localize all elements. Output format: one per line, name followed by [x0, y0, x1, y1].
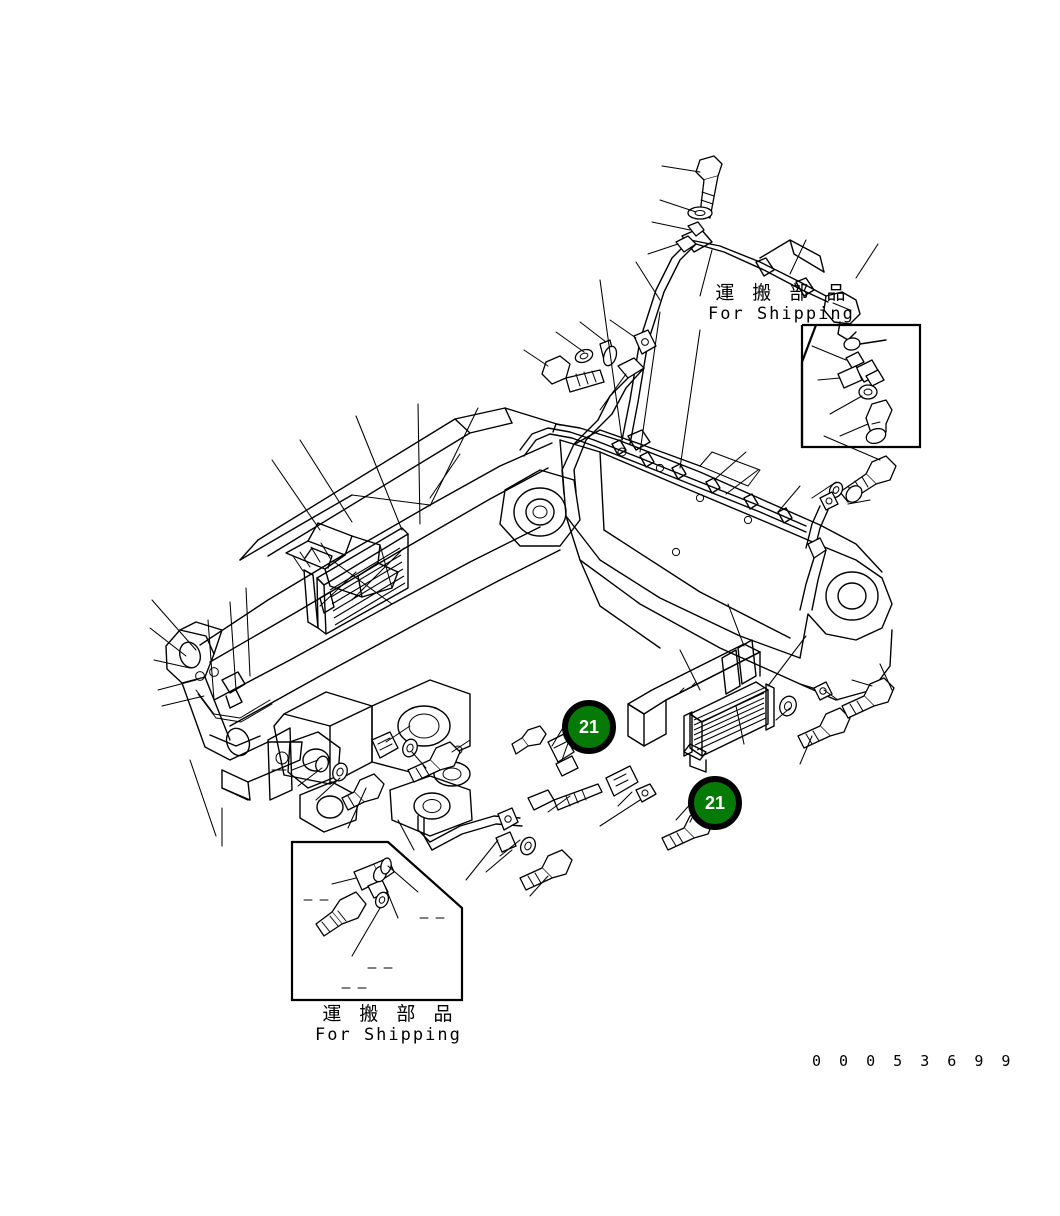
upper-shipping-label: 運 搬 部 品 For Shipping	[706, 283, 855, 323]
right-fastener-group	[799, 455, 897, 611]
guard-fastener-group-right	[779, 677, 895, 749]
lower-tube-run	[417, 783, 603, 891]
guard-ribs	[693, 687, 767, 751]
leader-lines	[149, 165, 893, 897]
drawing-number: 0 0 0 5 3 6 9 9	[812, 1052, 1015, 1070]
mid-upper-fastener-group	[541, 329, 657, 495]
arm-hose-guard	[316, 527, 409, 635]
top-fastener-group	[675, 155, 723, 253]
lower-shipping-label: 運 搬 部 品 For Shipping	[313, 1004, 462, 1044]
upper-shipping-label-jp: 運 搬 部 品	[715, 282, 852, 304]
hydraulic-tube-run	[519, 427, 807, 533]
callout-21-lower-number: 21	[704, 792, 726, 813]
upper-shipping-label-en: For Shipping	[708, 303, 855, 324]
boom-foot-linkage	[267, 679, 473, 837]
callout-21-lower[interactable]: 21	[688, 776, 742, 830]
lower-left-inset-box	[290, 840, 464, 1002]
arm-assembly	[165, 407, 561, 801]
callout-21-upper-number: 21	[578, 716, 600, 737]
lower-shipping-label-en: For Shipping	[315, 1024, 462, 1045]
callout-21-upper[interactable]: 21	[562, 700, 616, 754]
arm-guard-plate-2	[303, 569, 319, 629]
hose-guard-assembly	[627, 639, 775, 773]
boom-assembly	[499, 423, 893, 701]
upper-right-inset-parts	[811, 337, 893, 445]
lower-left-inset-parts	[303, 819, 445, 989]
tube-clamp-group	[611, 439, 793, 524]
upper-right-inset-box	[800, 323, 922, 449]
upper-shipping-tube	[621, 227, 861, 445]
lower-shipping-label-jp: 運 搬 部 品	[322, 1003, 459, 1025]
lower-left-fastener-group	[315, 731, 461, 811]
